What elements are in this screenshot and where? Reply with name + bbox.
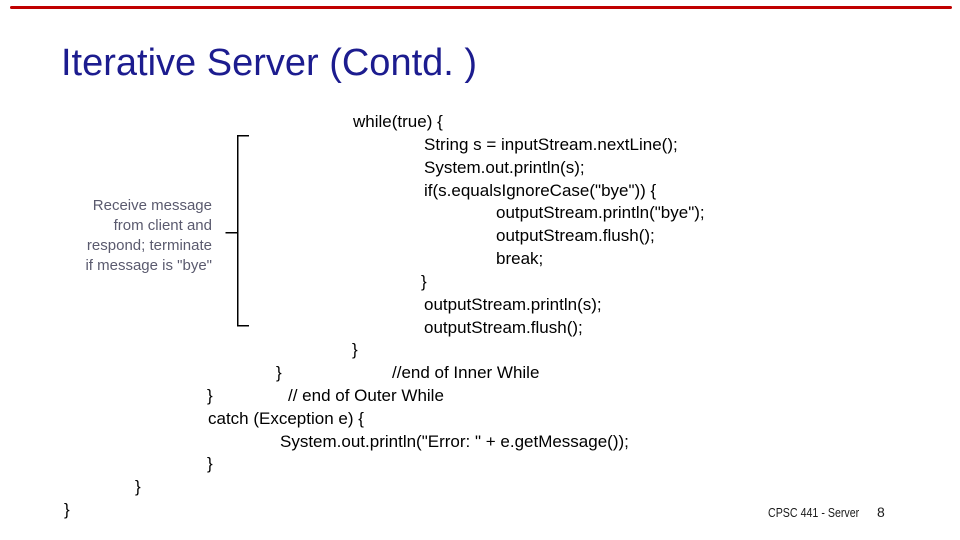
code-line: outputStream.println(s);	[424, 295, 602, 314]
code-comment: //end of Inner While	[392, 363, 540, 382]
slide-title: Iterative Server (Contd. )	[61, 42, 478, 84]
code-line: System.out.println("Error: " + e.getMess…	[280, 432, 629, 451]
code-line: catch (Exception e) {	[208, 409, 364, 428]
code-line: while(true) {	[353, 112, 443, 131]
code-line: break;	[496, 249, 544, 268]
code-line: String s = inputStream.nextLine();	[424, 135, 678, 154]
code-line: }	[276, 363, 282, 382]
annotation-line: from client and	[113, 217, 212, 234]
code-line: outputStream.flush();	[496, 226, 655, 245]
code-bracket-shape	[225, 135, 249, 327]
annotation-line: Receive message	[92, 197, 212, 214]
top-accent-rule	[10, 6, 952, 9]
code-line: if(s.equalsIgnoreCase("bye")) {	[424, 181, 657, 200]
code-line: }	[207, 454, 213, 473]
annotation-line: if message is "bye"	[85, 257, 212, 274]
code-line: }	[207, 386, 213, 405]
annotation-line: respond; terminate	[86, 237, 212, 254]
page-number: 8	[877, 504, 885, 520]
code-line: }	[421, 272, 427, 291]
code-line: }	[352, 340, 358, 359]
code-line: }	[135, 477, 141, 496]
code-comment: // end of Outer While	[288, 386, 444, 405]
code-line: outputStream.println("bye");	[496, 203, 705, 222]
annotation-block: Receive message from client and respond;…	[36, 196, 212, 276]
code-line: }	[64, 500, 70, 519]
footer-course-label: CPSC 441 - Server	[768, 505, 860, 520]
code-line: outputStream.flush();	[424, 318, 583, 337]
code-line: System.out.println(s);	[424, 158, 585, 177]
